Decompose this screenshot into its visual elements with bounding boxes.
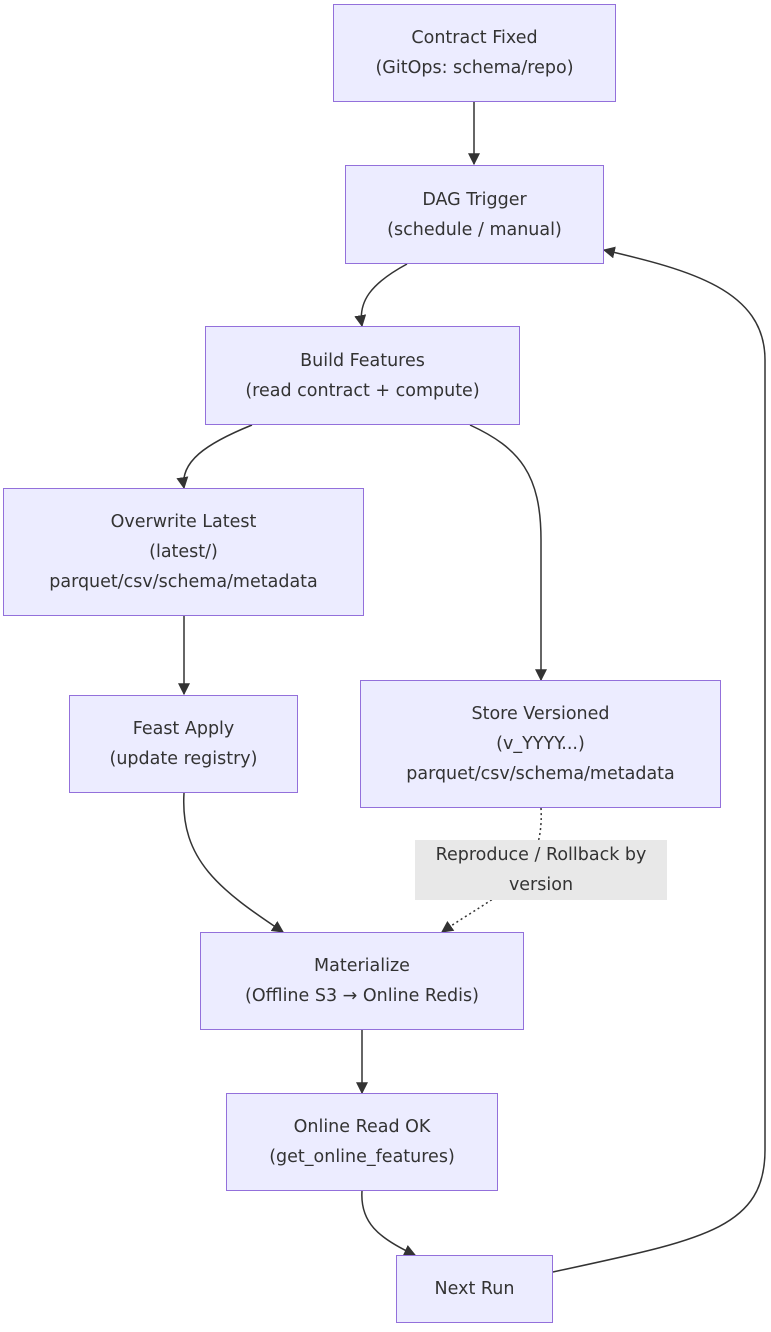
node-online-read-ok[interactable]: Online Read OK (get_online_features): [226, 1093, 498, 1191]
edge-dag-to-build: [354, 263, 408, 328]
node-detail: (GitOps: schema/repo): [375, 58, 574, 78]
node-detail: (Offline S3 → Online Redis): [245, 986, 479, 1006]
edge-build-to-store: [469, 424, 547, 682]
edge-store-to-materialize: [441, 807, 542, 933]
node-feast-apply[interactable]: Feast Apply (update registry): [69, 695, 298, 793]
edge-build-to-overwrite: [176, 424, 253, 490]
edge-feast-to-materialize: [183, 792, 284, 933]
node-detail-formats: parquet/csv/schema/metadata: [406, 764, 675, 784]
node-title: Build Features: [300, 350, 425, 371]
edge-online-to-next: [361, 1190, 417, 1256]
node-title: DAG Trigger: [422, 189, 527, 210]
node-store-versioned[interactable]: Store Versioned (v_YYYY...) parquet/csv/…: [360, 680, 721, 808]
node-title: Store Versioned: [471, 704, 610, 724]
node-detail: (v_YYYY...): [496, 734, 585, 754]
node-title: Online Read OK: [293, 1117, 431, 1137]
edge-label-reproduce-rollback: Reproduce / Rollback by version: [415, 840, 667, 900]
node-detail: (read contract + compute): [245, 380, 480, 401]
node-title: Overwrite Latest: [110, 512, 257, 532]
node-overwrite-latest[interactable]: Overwrite Latest (latest/) parquet/csv/s…: [3, 488, 364, 616]
edge-label-line: Reproduce / Rollback by: [435, 845, 647, 865]
node-detail-formats: parquet/csv/schema/metadata: [49, 572, 318, 592]
node-detail: (schedule / manual): [387, 219, 562, 240]
node-title: Feast Apply: [132, 719, 235, 739]
node-detail: (get_online_features): [269, 1147, 455, 1167]
node-contract-fixed[interactable]: Contract Fixed (GitOps: schema/repo): [333, 4, 616, 102]
node-detail: (update registry): [109, 749, 258, 769]
node-dag-trigger[interactable]: DAG Trigger (schedule / manual): [345, 165, 604, 264]
edge-label-line: version: [508, 875, 574, 895]
node-title: Contract Fixed: [411, 28, 538, 48]
node-build-features[interactable]: Build Features (read contract + compute): [205, 326, 520, 425]
node-next-run[interactable]: Next Run: [396, 1255, 553, 1323]
edge-next-to-dag: [552, 246, 766, 1273]
node-detail: (latest/): [149, 542, 218, 562]
node-materialize[interactable]: Materialize (Offline S3 → Online Redis): [200, 932, 524, 1030]
node-title: Materialize: [314, 956, 410, 976]
node-title: Next Run: [434, 1279, 515, 1299]
